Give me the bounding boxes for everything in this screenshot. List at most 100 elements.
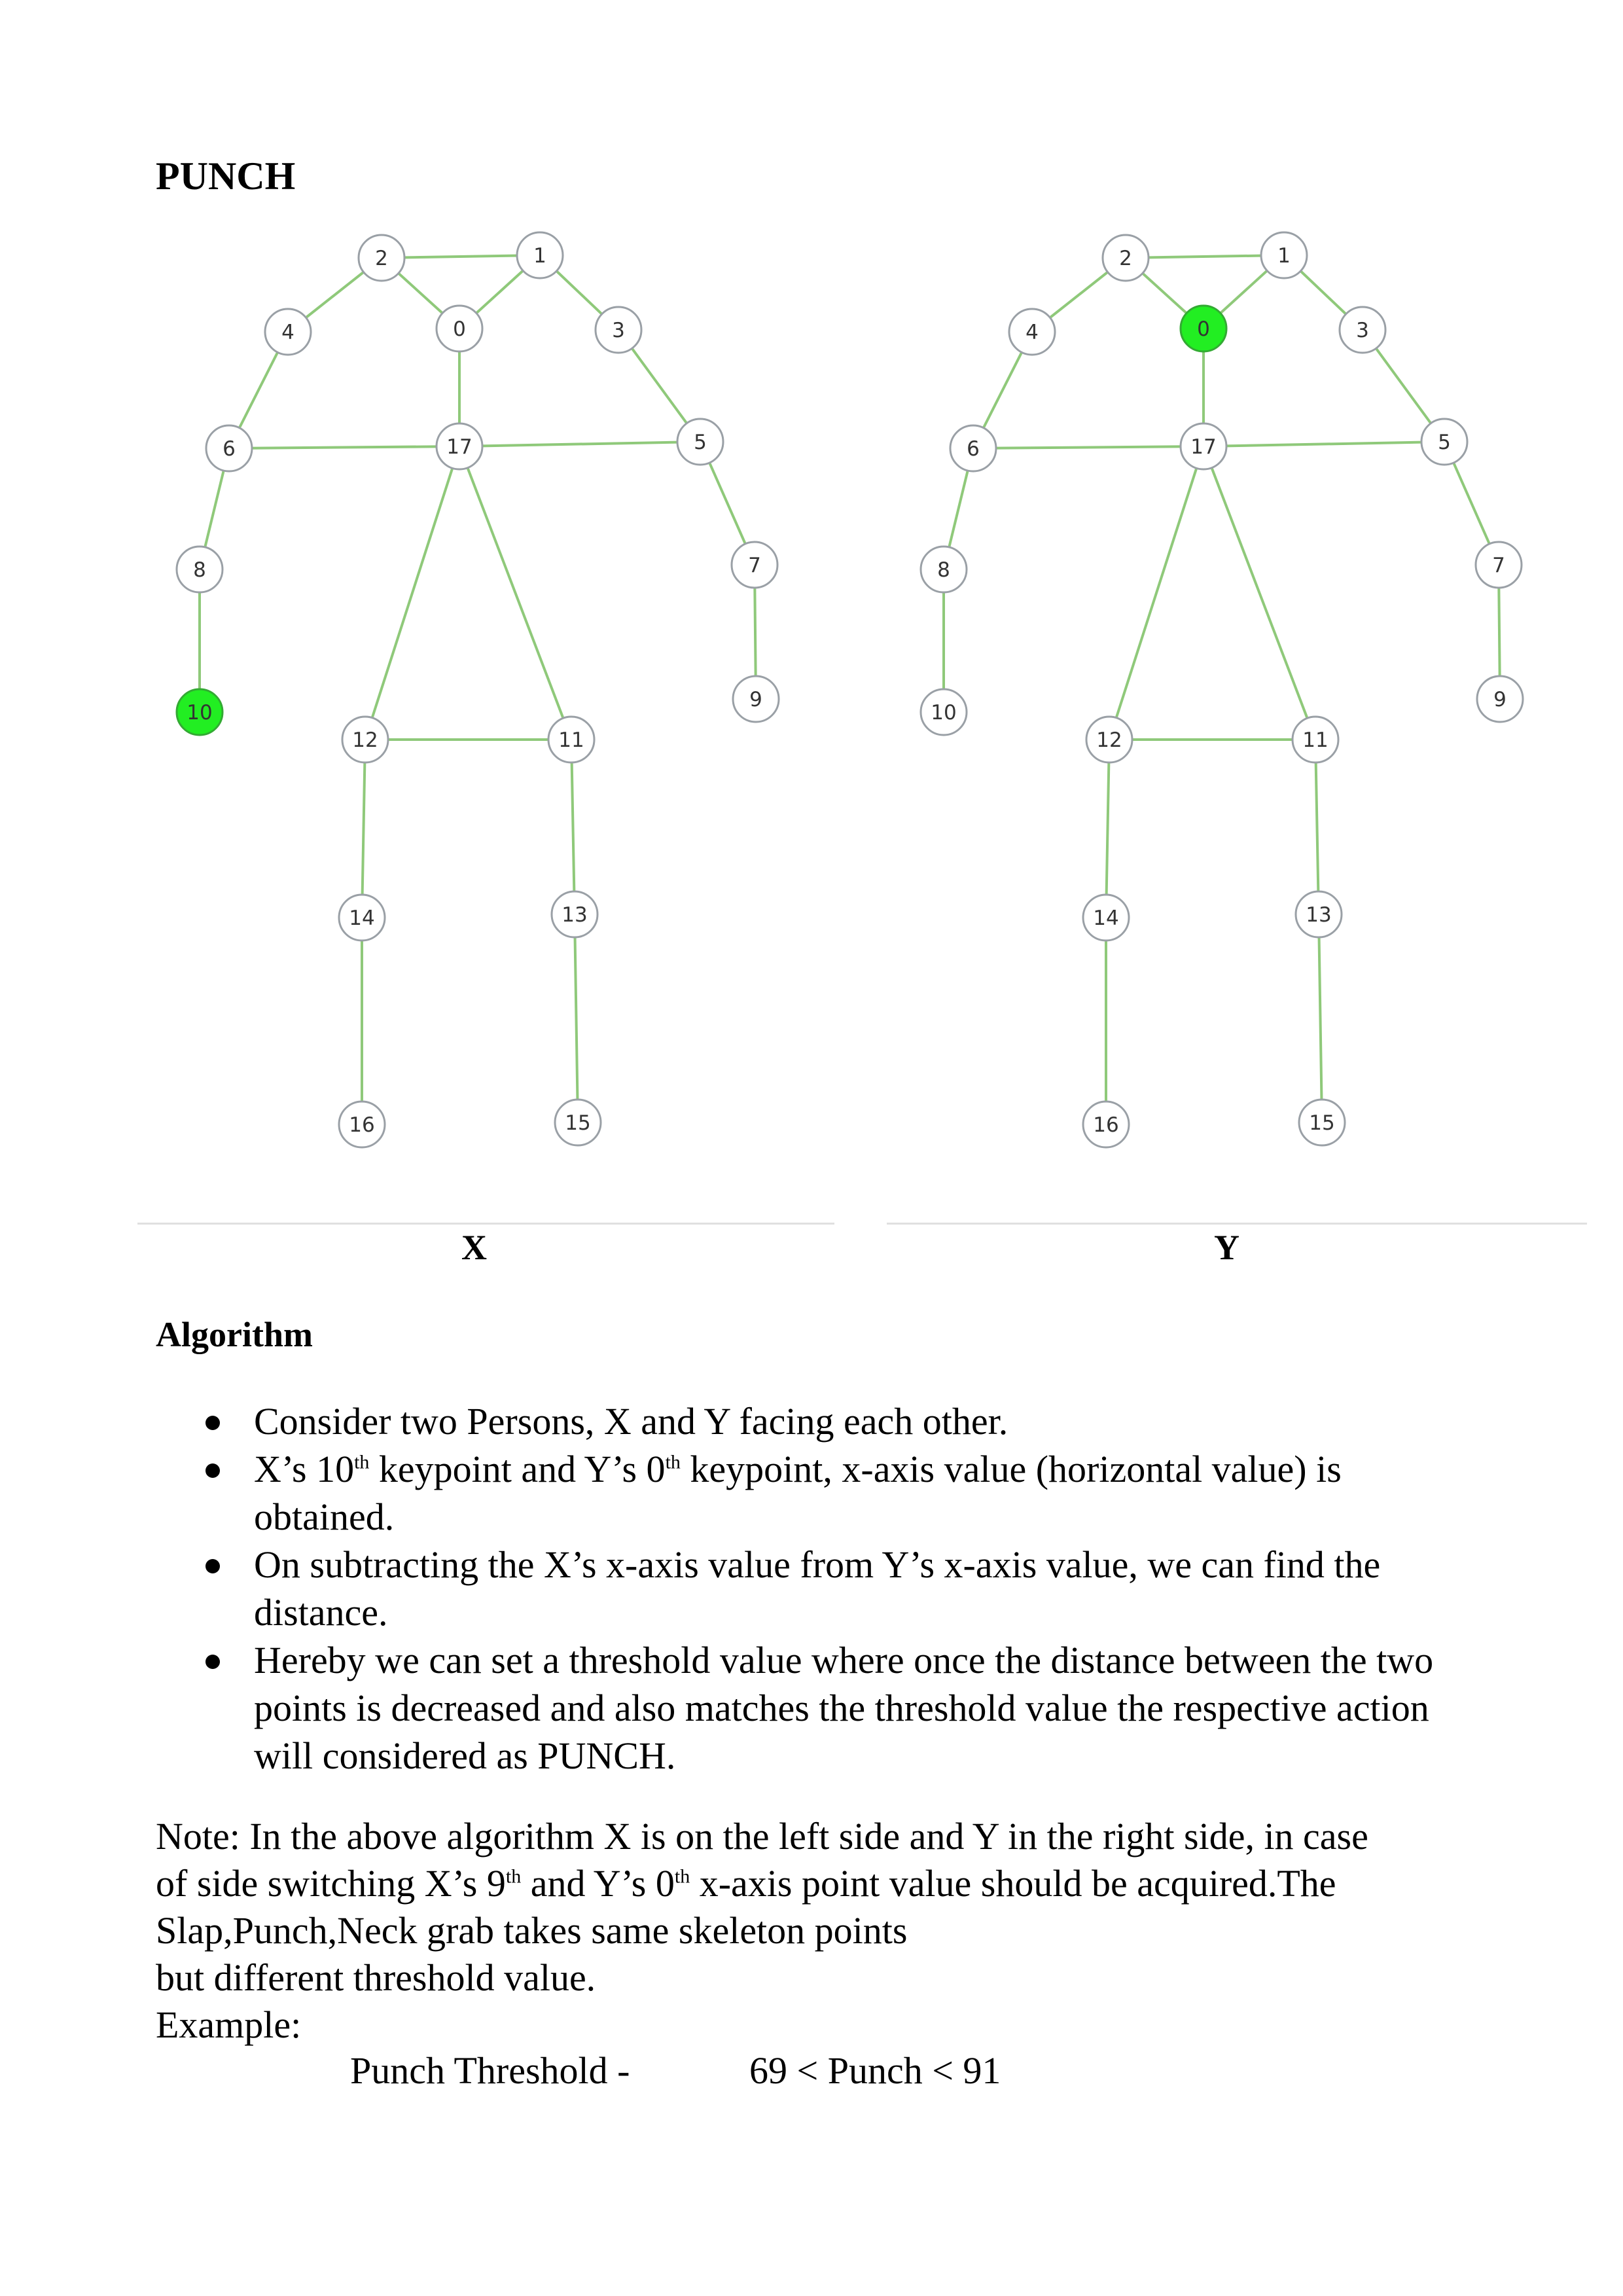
keypoint-node <box>676 418 724 466</box>
skeleton-edge <box>1125 254 1285 259</box>
section-heading: Algorithm <box>156 1315 313 1354</box>
keypoint-9: 9 <box>1476 675 1524 723</box>
keypoint-13: 13 <box>1294 890 1343 939</box>
skeleton-edge <box>364 446 461 740</box>
keypoint-node <box>1260 231 1308 279</box>
skeleton-edge <box>1203 440 1445 448</box>
skeleton-edge <box>381 254 541 259</box>
keypoint-node <box>594 306 643 354</box>
keypoint-label: 15 <box>565 1111 590 1135</box>
keypoint-node <box>1476 675 1524 723</box>
list-item: On subtracting the X’s x-axis value from… <box>156 1541 1491 1636</box>
keypoint-label: 14 <box>1093 906 1118 930</box>
skeleton-edge <box>458 446 573 740</box>
keypoint-node <box>1179 422 1228 471</box>
keypoint-node <box>550 890 599 939</box>
keypoint-label: 6 <box>223 437 236 461</box>
figure-divider-x <box>137 1223 834 1225</box>
skeleton-edge <box>1317 914 1323 1123</box>
keypoint-label: 11 <box>558 728 584 752</box>
keypoint-node <box>341 715 389 764</box>
keypoint-14: 14 <box>1082 893 1130 942</box>
keypoint-node <box>1008 308 1056 356</box>
keypoint-label: 10 <box>931 701 956 725</box>
skeleton-edge <box>1108 446 1205 740</box>
keypoint-node <box>1291 715 1340 764</box>
keypoint-label: 2 <box>375 247 388 270</box>
keypoint-4: 4 <box>1008 308 1056 356</box>
keypoint-16: 16 <box>338 1100 386 1149</box>
keypoint-5: 5 <box>676 418 724 466</box>
keypoint-0: 0 <box>1179 304 1228 353</box>
keypoint-17: 17 <box>435 422 484 471</box>
keypoint-10: 10 <box>919 688 968 736</box>
keypoint-node <box>1085 715 1133 764</box>
page-title: PUNCH <box>156 154 296 198</box>
keypoint-label: 5 <box>694 431 707 454</box>
keypoint-label: 7 <box>748 554 761 577</box>
skeleton-edge <box>1105 739 1111 918</box>
keypoint-12: 12 <box>341 715 389 764</box>
keypoint-8: 8 <box>175 545 224 594</box>
keypoint-node <box>919 688 968 736</box>
keypoint-label: 16 <box>349 1113 374 1137</box>
keypoint-12: 12 <box>1085 715 1133 764</box>
keypoint-label: 2 <box>1119 247 1132 270</box>
keypoint-label: 12 <box>352 728 378 752</box>
example-threshold: Punch Threshold - 69 < Punch < 91 <box>350 2049 1001 2092</box>
keypoint-label: 17 <box>446 435 472 459</box>
skeleton-edge <box>228 445 460 450</box>
keypoint-label: 5 <box>1438 431 1451 454</box>
keypoint-label: 12 <box>1096 728 1122 752</box>
keypoint-node <box>554 1098 602 1147</box>
skeleton-edge <box>570 739 576 915</box>
keypoint-11: 11 <box>1291 715 1340 764</box>
threshold-label: Punch Threshold - <box>350 2049 630 2092</box>
keypoint-9: 9 <box>732 675 780 723</box>
keypoint-label: 9 <box>749 688 762 711</box>
list-item: X’s 10th keypoint and Y’s 0th keypoint, … <box>156 1445 1491 1541</box>
keypoint-node <box>175 688 224 736</box>
keypoint-node <box>949 424 997 473</box>
keypoint-node <box>1474 541 1523 589</box>
threshold-value: 69 < Punch < 91 <box>749 2049 1001 2092</box>
keypoint-6: 6 <box>205 424 253 473</box>
keypoint-label: 8 <box>937 558 950 582</box>
keypoint-node <box>730 541 779 589</box>
keypoint-label: 0 <box>1197 317 1210 341</box>
skeleton-edge <box>1202 446 1317 740</box>
keypoint-7: 7 <box>730 541 779 589</box>
keypoint-label: 1 <box>1277 244 1291 268</box>
keypoint-4: 4 <box>264 308 312 356</box>
keypoint-5: 5 <box>1420 418 1469 466</box>
algorithm-list: Consider two Persons, X and Y facing eac… <box>156 1397 1491 1780</box>
keypoint-label: 1 <box>533 244 546 268</box>
note-paragraph: Note: In the above algorithm X is on the… <box>156 1815 1368 2046</box>
skeleton-edge <box>573 914 579 1123</box>
keypoint-1: 1 <box>516 231 564 279</box>
keypoint-node <box>205 424 253 473</box>
keypoint-node <box>547 715 596 764</box>
keypoint-label: 4 <box>281 321 294 344</box>
keypoint-label: 8 <box>193 558 206 582</box>
keypoint-label: 0 <box>453 317 466 341</box>
keypoint-7: 7 <box>1474 541 1523 589</box>
keypoint-node <box>1101 234 1150 282</box>
keypoint-node <box>1298 1098 1346 1147</box>
keypoint-node <box>338 893 386 942</box>
keypoint-label: 3 <box>612 319 625 342</box>
keypoint-11: 11 <box>547 715 596 764</box>
keypoint-node <box>1082 1100 1130 1149</box>
keypoint-node <box>338 1100 386 1149</box>
keypoint-node <box>1294 890 1343 939</box>
keypoint-13: 13 <box>550 890 599 939</box>
keypoint-17: 17 <box>1179 422 1228 471</box>
caption-y: Y <box>1214 1228 1240 1267</box>
keypoint-node <box>357 234 406 282</box>
keypoint-8: 8 <box>919 545 968 594</box>
keypoint-label: 6 <box>967 437 980 461</box>
skeleton-edge <box>361 739 366 918</box>
keypoint-node <box>1420 418 1469 466</box>
keypoint-16: 16 <box>1082 1100 1130 1149</box>
keypoint-label: 4 <box>1026 321 1039 344</box>
